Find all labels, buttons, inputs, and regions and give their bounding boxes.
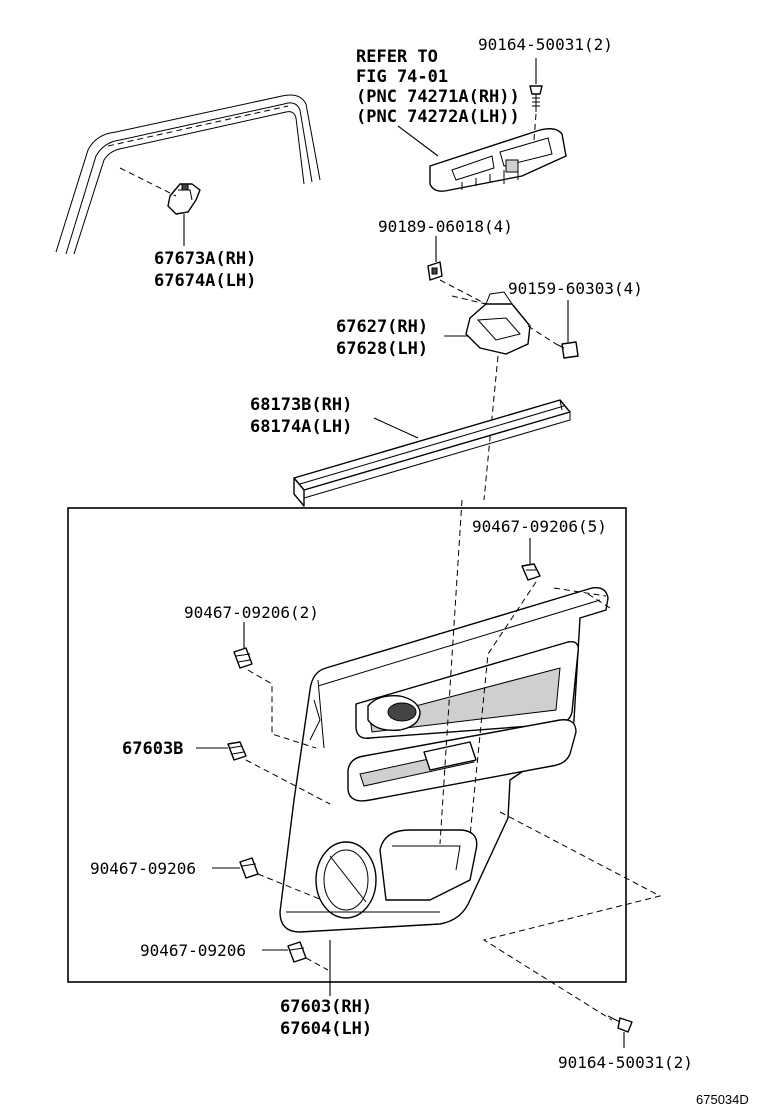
door-trim-panel-part (279, 587, 609, 933)
clip-single-a-icon (239, 857, 259, 879)
clip-single-a-label: 90467-09206 (90, 859, 196, 878)
clip-single-b-label: 90467-09206 (140, 941, 246, 960)
clip-67603b-icon (227, 741, 247, 761)
weatherstrip-leader (373, 417, 419, 439)
panel-dash-d (245, 759, 331, 805)
panel-dash-f (305, 957, 329, 971)
panel-dash-c (247, 669, 317, 749)
panel-dash-a (439, 499, 463, 845)
refer-line-1: REFER TO (356, 47, 438, 67)
panel-dash-g (553, 587, 611, 609)
handle-rh-label: 67673A(RH) (154, 249, 256, 269)
refer-line-2: FIG 74-01 (356, 67, 448, 87)
handle-lh-label: 67674A(LH) (154, 271, 256, 291)
refer-line-4: (PNC 74272A(LH)) (356, 107, 520, 127)
screw-90159-label: 90159-60303(4) (508, 279, 643, 298)
part-67603b-label: 67603B (122, 739, 183, 759)
bolt-bottom-dash-a (482, 811, 662, 1021)
door-window-frame (55, 94, 321, 255)
clip-90467-five-icon (521, 563, 541, 581)
bolt-bottom-icon (607, 1015, 633, 1033)
power-window-switch-base (429, 127, 567, 192)
clip-90467-two-icon (233, 647, 253, 669)
weatherstrip-lh-label: 68174A(LH) (250, 417, 352, 437)
clip-90189-label: 90189-06018(4) (378, 217, 513, 236)
bracket-dash-right (527, 325, 557, 345)
weatherstrip-part (293, 399, 571, 507)
refer-line-3: (PNC 74271A(RH)) (356, 87, 520, 107)
handle-dash-line (119, 167, 177, 197)
panel-dash-e (257, 873, 323, 901)
switch-bracket-part (465, 291, 531, 355)
weatherstrip-rh-label: 68173B(RH) (250, 395, 352, 415)
clip-two-label: 90467-09206(2) (184, 603, 319, 622)
switch-leader (397, 125, 439, 157)
figure-code: 675034D (696, 1092, 749, 1107)
bracket-rh-label: 67627(RH) (336, 317, 428, 337)
door-panel-group-box (67, 507, 627, 983)
bracket-lh-label: 67628(LH) (336, 339, 428, 359)
panel-lh-label: 67604(LH) (280, 1019, 372, 1039)
clip-single-b-icon (287, 941, 307, 963)
bolt-top-dash (533, 113, 537, 141)
bolt-bottom-label: 90164-50031(2) (558, 1053, 693, 1072)
bolt-top-label: 90164-50031(2) (478, 35, 613, 54)
clip-90189-dash (439, 279, 487, 305)
clip-90189-icon (427, 261, 443, 281)
panel-rh-label: 67603(RH) (280, 997, 372, 1017)
bracket-dash-left (451, 295, 487, 305)
clip-five-label: 90467-09206(5) (472, 517, 607, 536)
inside-handle-part (167, 183, 201, 215)
bolt-top-icon (529, 85, 543, 112)
screw-90159-icon (555, 341, 579, 359)
